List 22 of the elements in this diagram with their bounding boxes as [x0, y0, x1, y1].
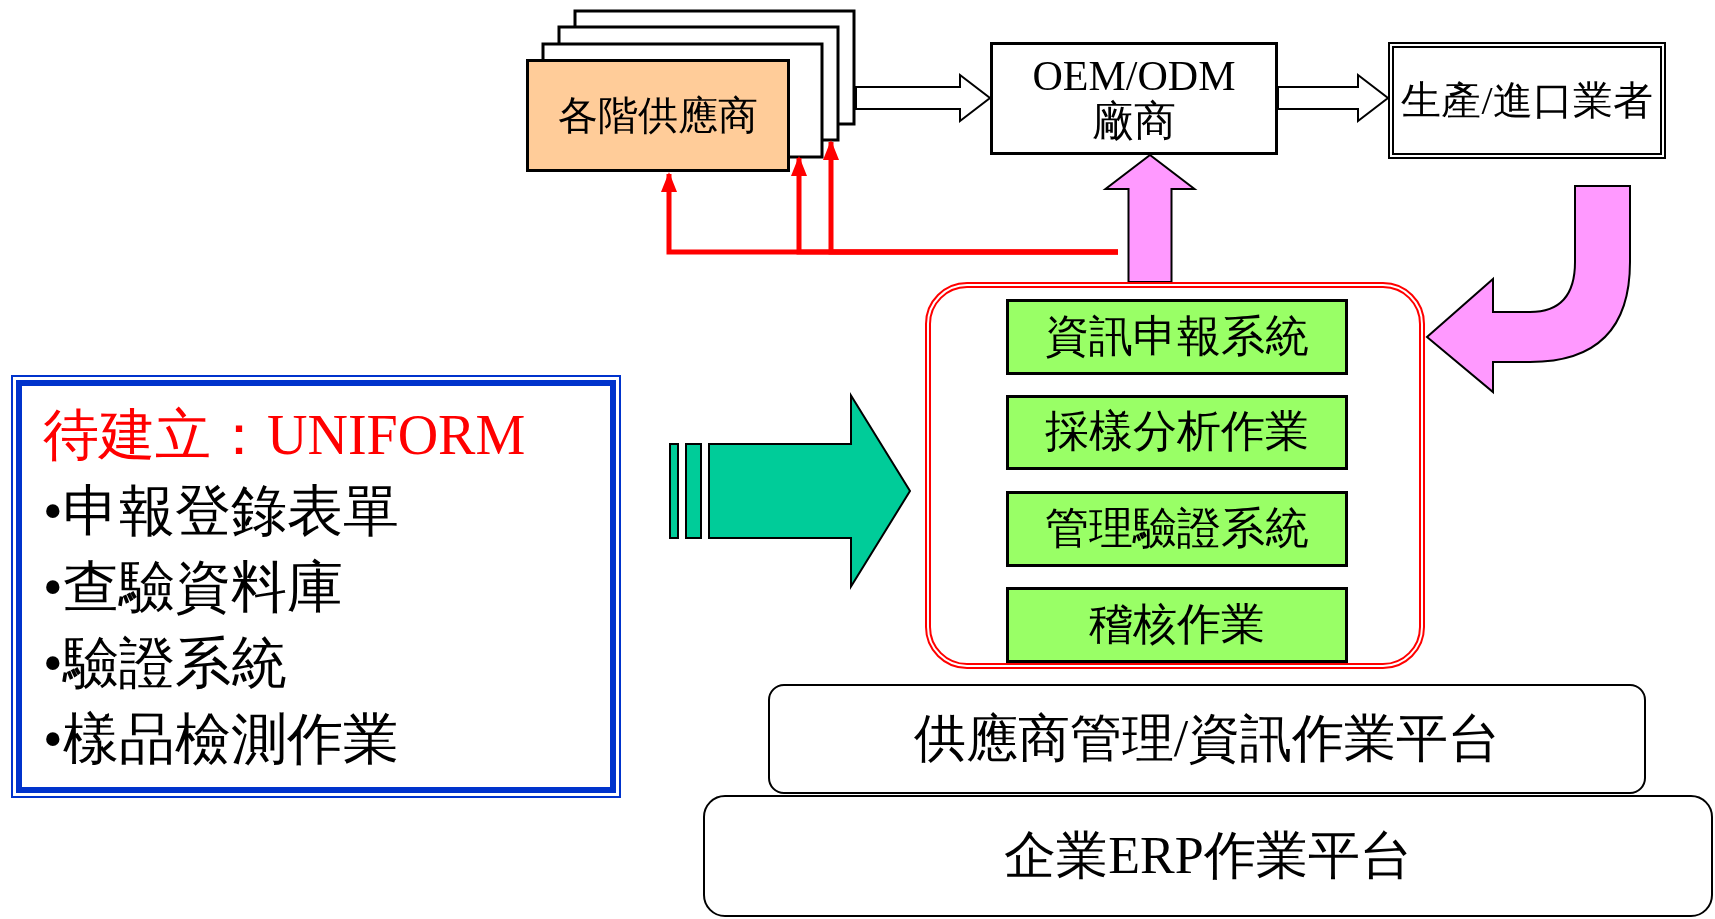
arrow [823, 140, 1118, 255]
arrow [1102, 153, 1198, 283]
arrow [669, 391, 912, 591]
process-box: 生產/進口業者 [1388, 42, 1666, 159]
list-item: •樣品檢測作業 [43, 706, 399, 772]
supplier-box: 各階供應商 [526, 59, 790, 172]
arrow [855, 72, 992, 124]
process-box: OEM/ODM 廠商 [990, 42, 1278, 155]
system-box: 管理驗證系統 [1006, 491, 1348, 567]
platform-box: 企業ERP作業平台 [703, 795, 1713, 917]
arrow [1277, 72, 1390, 124]
platform-box: 供應商管理/資訊作業平台 [768, 684, 1646, 794]
system-box: 採樣分析作業 [1006, 395, 1348, 470]
system-box: 稽核作業 [1006, 587, 1348, 663]
list-item: •驗證系統 [43, 630, 287, 696]
panel-heading: 待建立：UNIFORM [43, 402, 526, 468]
system-box: 資訊申報系統 [1006, 299, 1348, 375]
list-item: •查驗資料庫 [43, 554, 343, 620]
list-item: •申報登錄表單 [43, 478, 399, 544]
list-panel [11, 375, 621, 798]
system-frame [925, 282, 1425, 669]
arrow [1426, 185, 1631, 393]
